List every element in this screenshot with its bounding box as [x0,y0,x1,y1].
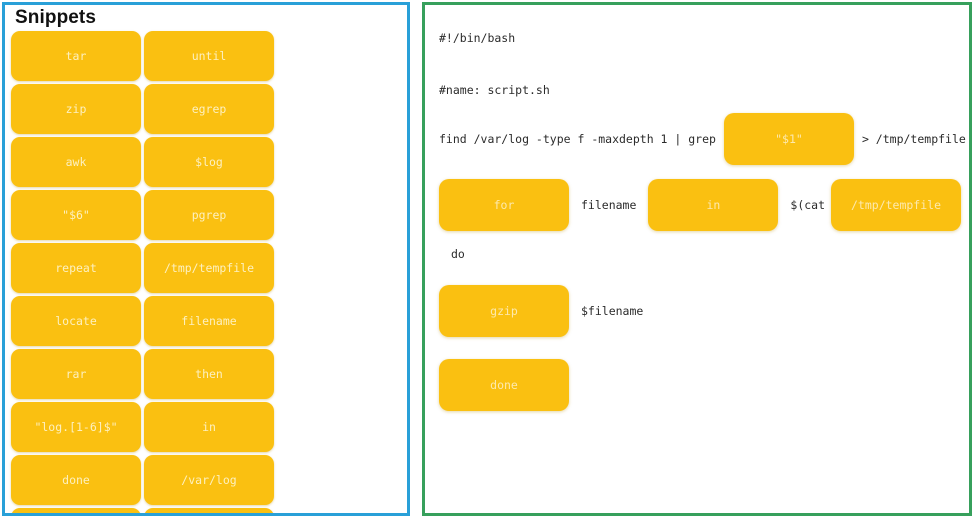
snippet-chip-rar[interactable]: rar [11,349,141,399]
find-suffix-text: > /tmp/tempfile [861,132,966,146]
for-variable-text: filename [581,198,637,212]
code-line-for: for filename in $(cat /tmp/tempfile ) [439,179,969,231]
drop-slot-compress-command[interactable]: gzip [439,285,569,337]
snippet-chip-log-regex[interactable]: "log.[1-6]$" [11,402,141,452]
snippet-chip-done[interactable]: done [11,455,141,505]
line-spacer [439,263,969,285]
find-prefix-text: find /var/log -type f -maxdepth 1 | grep [439,132,716,146]
code-line-gzip: gzip $filename [439,285,969,337]
snippet-chip-in[interactable]: in [144,402,274,452]
snippets-palette-panel: Snippets tar until zip egrep awk $log "$… [2,2,410,516]
snippet-chip-xz[interactable]: xz [144,508,274,513]
code-line-name-comment: #name: script.sh [439,81,969,99]
snippet-chip-filename[interactable]: filename [144,296,274,346]
line-spacer [439,231,969,245]
line-spacer [439,337,969,359]
snippet-chip-zip[interactable]: zip [11,84,141,134]
drop-slot-grep-pattern[interactable]: "$1" [723,113,854,165]
snippet-chip-grid: tar until zip egrep awk $log "$6" pgrep … [5,31,407,513]
snippet-chip-var-log[interactable]: /var/log [144,455,274,505]
snippet-chip-tmp-tempfile[interactable]: /tmp/tempfile [144,243,274,293]
snippet-chip-dollar-log[interactable]: $log [144,137,274,187]
drop-slot-in-keyword[interactable]: in [648,179,779,231]
code-line-done: done [439,359,969,411]
snippet-chip-pgrep[interactable]: pgrep [144,190,274,240]
snippet-chip-awk[interactable]: awk [11,137,141,187]
snippet-chip-until[interactable]: until [144,31,274,81]
drop-slot-cat-path[interactable]: /tmp/tempfile [831,179,962,231]
page-title: Snippets [15,7,97,28]
script-canvas-panel: #!/bin/bash #name: script.sh find /var/l… [422,2,972,516]
snippet-chip-tar[interactable]: tar [11,31,141,81]
subshell-close-text: ) [967,198,969,212]
script-body: #!/bin/bash #name: script.sh find /var/l… [425,5,969,411]
shebang-text: #!/bin/bash [439,31,516,45]
name-comment-text: #name: script.sh [439,83,550,97]
line-spacer [439,165,969,179]
drop-slot-for-keyword[interactable]: for [439,179,569,231]
line-spacer [439,99,969,113]
gzip-argument-text: $filename [581,304,644,318]
snippet-chip-locate[interactable]: locate [11,296,141,346]
snippet-chip-repeat[interactable]: repeat [11,243,141,293]
code-line-shebang: #!/bin/bash [439,29,969,47]
do-keyword-text: do [451,247,465,261]
line-spacer [439,47,969,81]
snippet-chip-then[interactable]: then [144,349,274,399]
subshell-open-text: $(cat [790,198,826,212]
snippet-chip-dollar-6[interactable]: "$6" [11,190,141,240]
code-line-find: find /var/log -type f -maxdepth 1 | grep… [439,113,969,165]
code-line-do: do [439,245,969,263]
snippet-chip-egrep[interactable]: egrep [144,84,274,134]
drop-slot-done-keyword[interactable]: done [439,359,569,411]
snippet-chip-for[interactable]: for [11,508,141,513]
